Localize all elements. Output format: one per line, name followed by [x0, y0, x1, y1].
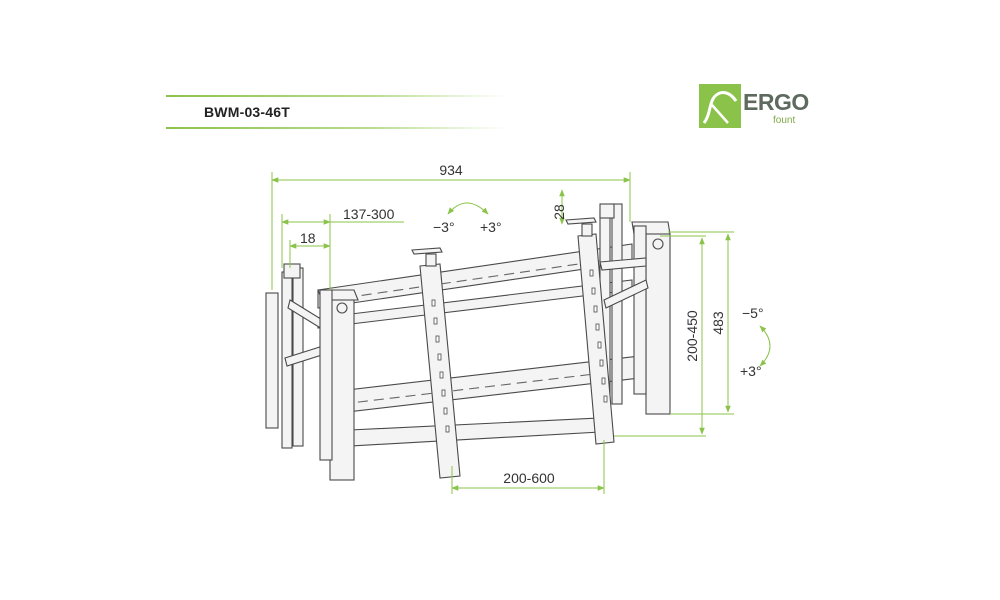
left-release-lever [411, 247, 443, 267]
logo-wordmark: ERGO [743, 89, 809, 115]
lower-bar [349, 417, 601, 447]
logo-subtext: fount [773, 115, 796, 126]
title-rule-bottom [166, 127, 506, 129]
label-overall-width: 934 [439, 162, 463, 178]
mount-frame [265, 203, 671, 481]
left-post [329, 299, 355, 481]
dimension-lines [271, 172, 771, 494]
left-tilt-bracket [419, 263, 461, 479]
label-vertical-range: 200-450 [684, 310, 700, 362]
label-side-minus: −5° [742, 305, 764, 321]
label-tilt-minus: −3° [433, 219, 455, 235]
label-arm-extension: 137-300 [343, 206, 395, 222]
logo-mark-icon [699, 84, 741, 128]
right-arm-link [603, 279, 649, 309]
title-rule-top [166, 95, 506, 97]
label-lift: 28 [551, 204, 567, 220]
right-release-lever [565, 217, 597, 237]
dim-tilt-arc [447, 202, 489, 215]
left-wall-plate [265, 292, 279, 429]
label-height: 483 [710, 311, 726, 335]
model-title: BWM-03-46T [204, 104, 291, 120]
label-arm-offset: 18 [300, 230, 316, 246]
label-horizontal-range: 200-600 [503, 470, 555, 486]
label-side-plus: +3° [740, 363, 762, 379]
dim-side-arc [759, 325, 771, 367]
ergofount-logo: ERGO fount [698, 83, 809, 129]
label-tilt-plus: +3° [480, 219, 502, 235]
right-post [645, 233, 671, 415]
